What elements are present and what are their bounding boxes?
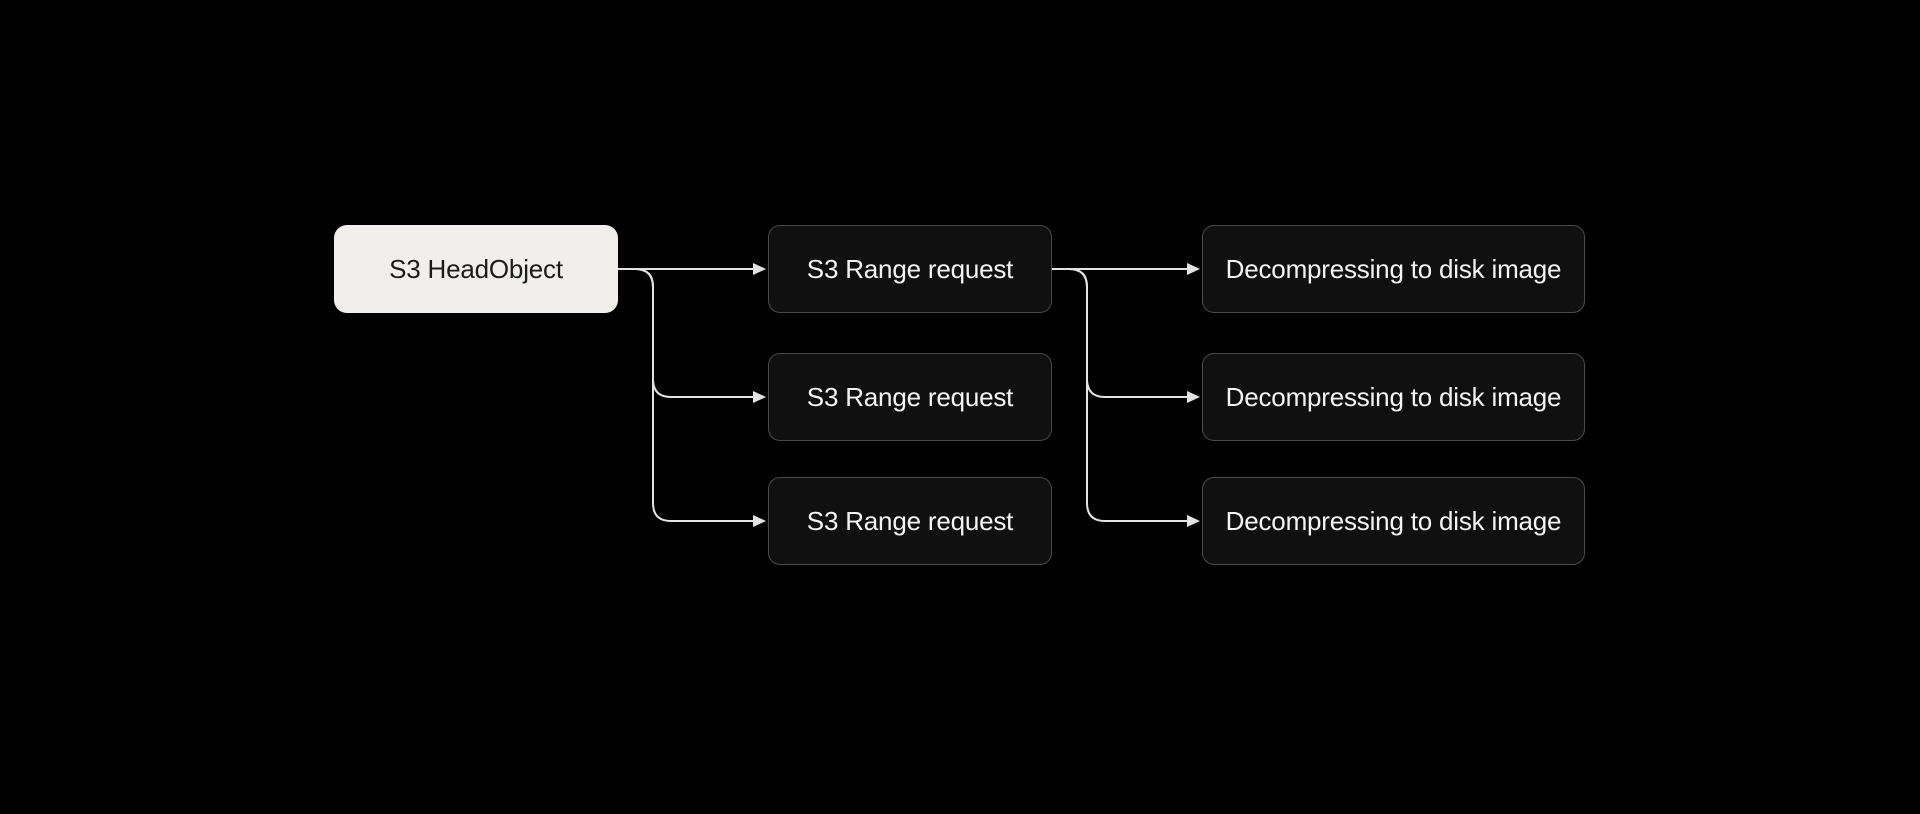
node-label: S3 Range request <box>806 381 1014 412</box>
node-decompress-1: Decompressing to disk image <box>1202 225 1585 313</box>
node-s3-range-request-3: S3 Range request <box>768 477 1052 565</box>
node-s3-range-request-2: S3 Range request <box>768 353 1052 441</box>
arrowhead-icon-decompress-1 <box>1187 263 1200 275</box>
node-label: Decompressing to disk image <box>1225 505 1562 536</box>
edge-range1-to-decompress-3 <box>1052 268 1187 522</box>
node-label: S3 HeadObject <box>389 253 563 284</box>
arrowhead-icon-range-1 <box>753 263 766 275</box>
node-label: Decompressing to disk image <box>1225 381 1562 412</box>
node-s3-headobject: S3 HeadObject <box>334 225 618 313</box>
node-s3-range-request-1: S3 Range request <box>768 225 1052 313</box>
arrowhead-icon-range-2 <box>753 391 766 403</box>
node-label: S3 Range request <box>806 253 1014 284</box>
node-decompress-3: Decompressing to disk image <box>1202 477 1585 565</box>
arrowhead-icon-decompress-3 <box>1187 515 1200 527</box>
arrowhead-icon-decompress-2 <box>1187 391 1200 403</box>
edge-source-to-range-3 <box>618 268 753 522</box>
edge-source-to-range-2 <box>618 268 753 398</box>
node-label: Decompressing to disk image <box>1225 253 1562 284</box>
arrowhead-icon-range-3 <box>753 515 766 527</box>
node-decompress-2: Decompressing to disk image <box>1202 353 1585 441</box>
node-label: S3 Range request <box>806 505 1014 536</box>
edge-range1-to-decompress-2 <box>1052 268 1187 398</box>
